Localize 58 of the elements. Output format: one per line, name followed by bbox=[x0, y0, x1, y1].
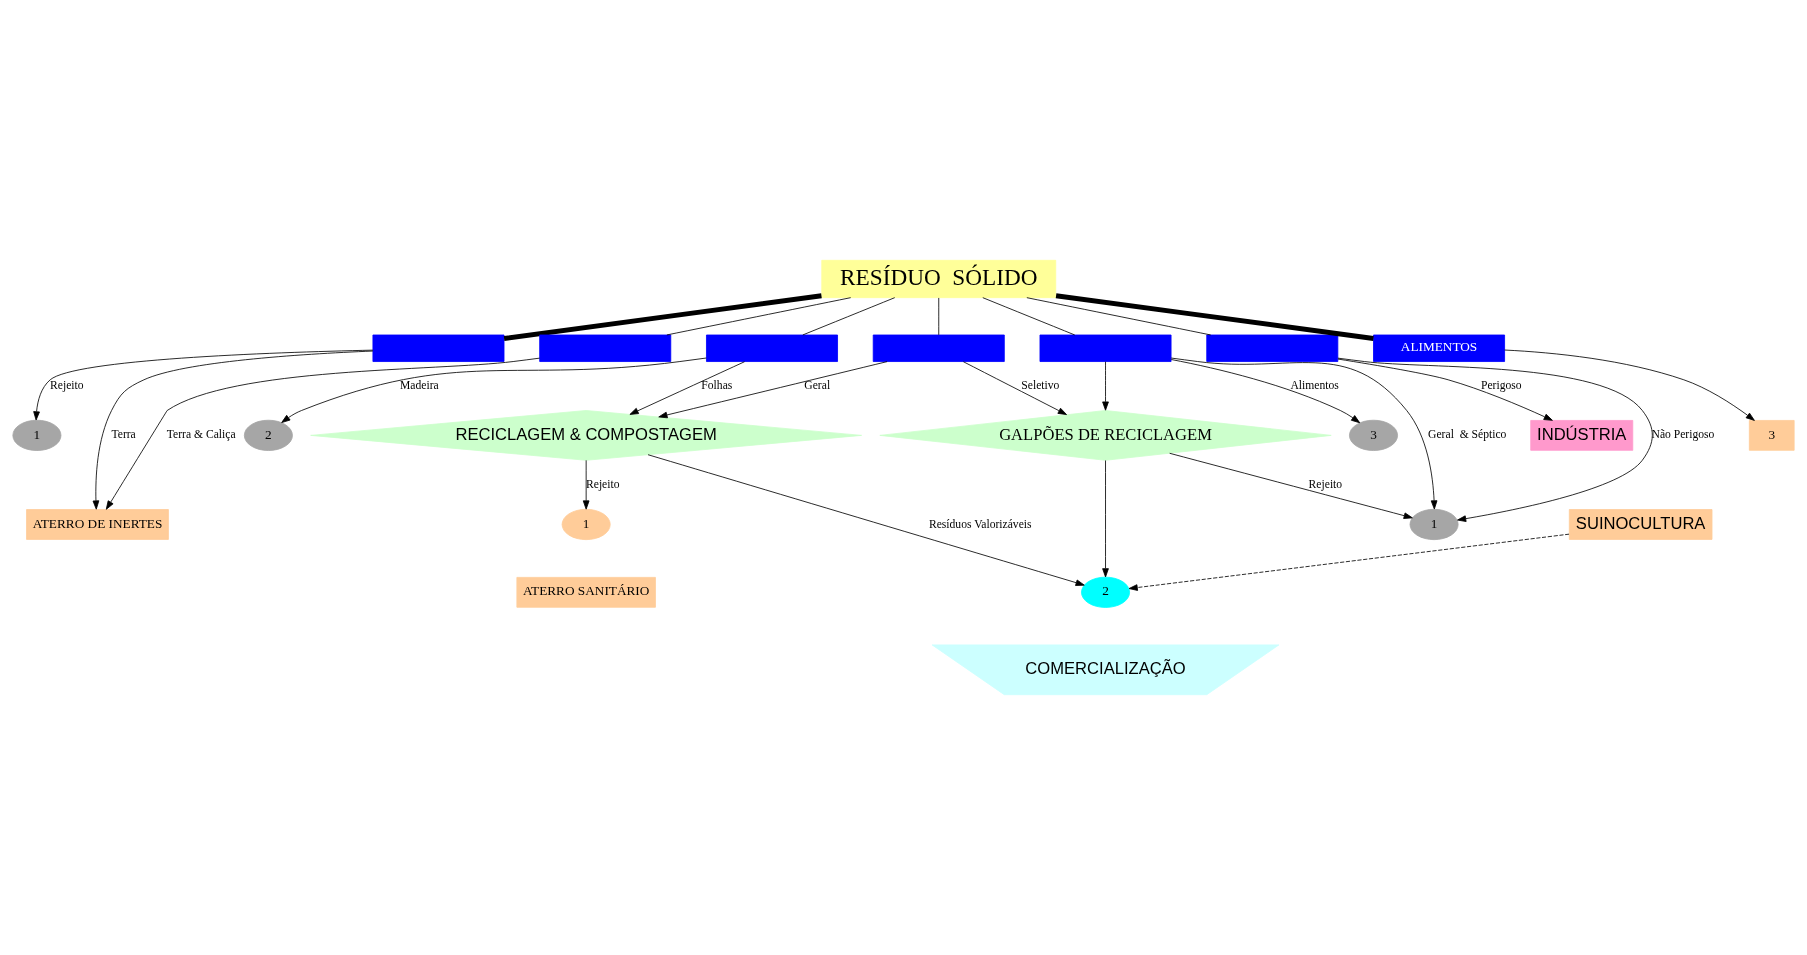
edge-label: Madeira bbox=[400, 379, 439, 393]
node-ellipse: 1 bbox=[561, 508, 611, 541]
arrow bbox=[281, 357, 707, 423]
arrow bbox=[1337, 358, 1553, 421]
arrow bbox=[1169, 452, 1413, 519]
arrow bbox=[1170, 357, 1438, 510]
node-box: ATERRO DE INERTES bbox=[26, 509, 169, 540]
node-diamond: GALPÕES DE RECICLAGEM bbox=[879, 410, 1332, 461]
arrow bbox=[629, 361, 745, 415]
edge-label: Seletivo bbox=[1021, 379, 1060, 393]
node-box bbox=[1206, 334, 1339, 362]
node-box: 3 bbox=[1748, 420, 1795, 451]
node-ellipse: 1 bbox=[1409, 508, 1459, 541]
edge-label: Rejeito bbox=[585, 477, 620, 491]
edge-label: Terra bbox=[111, 428, 136, 442]
connector bbox=[802, 297, 896, 336]
node-box bbox=[372, 334, 505, 362]
arrow bbox=[105, 357, 541, 510]
node-box: INDÚSTRIA bbox=[1530, 420, 1634, 451]
arrow bbox=[33, 349, 374, 421]
arrow bbox=[1170, 359, 1361, 424]
edge-label: Rejeito bbox=[1308, 477, 1343, 491]
node-box: RESÍDUO SÓLIDO bbox=[821, 259, 1057, 299]
edge-label: Rejeito bbox=[50, 379, 84, 393]
arrow bbox=[582, 459, 590, 510]
node-box bbox=[706, 334, 838, 362]
node-box: SUINOCULTURA bbox=[1568, 509, 1713, 540]
arrow bbox=[1102, 361, 1109, 411]
connector bbox=[982, 297, 1076, 336]
node-box: ALIMENTOS bbox=[1373, 334, 1505, 362]
connector bbox=[666, 297, 852, 336]
edge-label: Geral & Séptico bbox=[1428, 428, 1507, 442]
arrow bbox=[962, 361, 1067, 415]
edge-label: Terra & Caliça bbox=[166, 428, 236, 442]
connector bbox=[1055, 293, 1374, 342]
node-box bbox=[872, 334, 1005, 362]
connector bbox=[1026, 297, 1212, 336]
arrow bbox=[658, 361, 888, 419]
edge-label: Perigoso bbox=[1480, 379, 1522, 393]
node-ellipse: 2 bbox=[1081, 576, 1130, 608]
node-ellipse: 2 bbox=[243, 419, 293, 451]
connector bbox=[503, 293, 822, 342]
arrow bbox=[1337, 357, 1653, 522]
arrow bbox=[1128, 533, 1570, 591]
node-ellipse: 1 bbox=[12, 419, 62, 451]
node-box bbox=[539, 334, 672, 362]
arrow bbox=[1504, 349, 1755, 421]
edge-label: Não Perigoso bbox=[1651, 428, 1715, 442]
edge-label: Geral bbox=[804, 379, 831, 393]
edge-label: Alimentos bbox=[1290, 379, 1339, 393]
arrow bbox=[92, 350, 374, 510]
node-box: ATERRO SANITÁRIO bbox=[516, 576, 656, 608]
edge-label: Folhas bbox=[701, 379, 733, 393]
arrow bbox=[1102, 460, 1109, 578]
edge-label: Resíduos Valorizáveis bbox=[928, 517, 1032, 531]
node-ellipse: 3 bbox=[1349, 419, 1398, 451]
node-box bbox=[1039, 334, 1172, 362]
arrow bbox=[647, 454, 1085, 586]
